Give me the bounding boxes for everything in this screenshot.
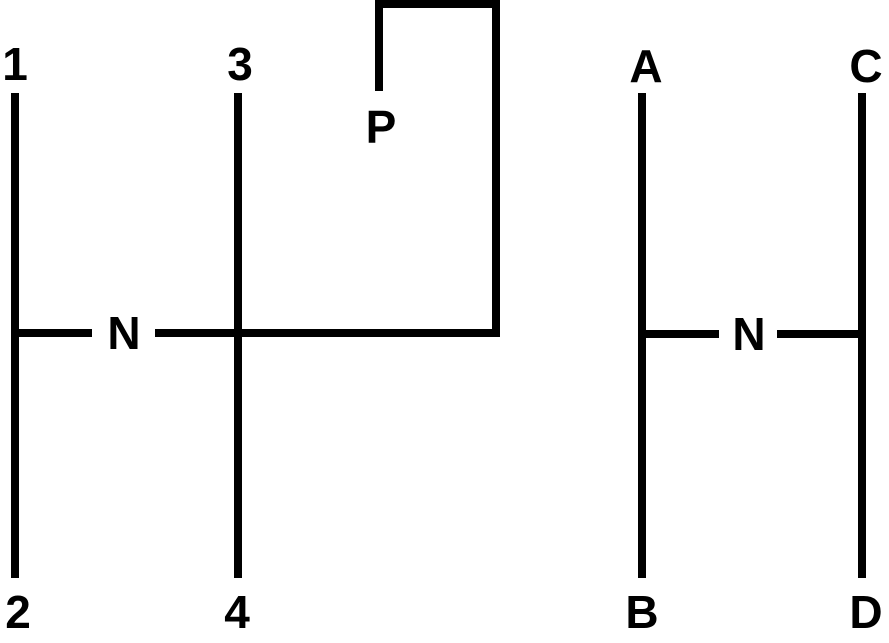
label-d: D: [849, 586, 882, 638]
label-gear-1: 1: [2, 38, 28, 90]
label-c: C: [849, 40, 882, 92]
label-gear-3: 3: [227, 38, 253, 90]
label-park: P: [366, 101, 397, 153]
label-neutral-right: N: [732, 308, 765, 360]
label-gear-4: 4: [224, 586, 250, 638]
left-shift-pattern: [11, 0, 500, 578]
label-neutral-left: N: [107, 307, 140, 359]
label-b: B: [625, 586, 658, 638]
right-shift-pattern: [638, 93, 866, 578]
park-path: [375, 0, 500, 333]
label-gear-2: 2: [5, 586, 31, 638]
label-a: A: [629, 40, 662, 92]
